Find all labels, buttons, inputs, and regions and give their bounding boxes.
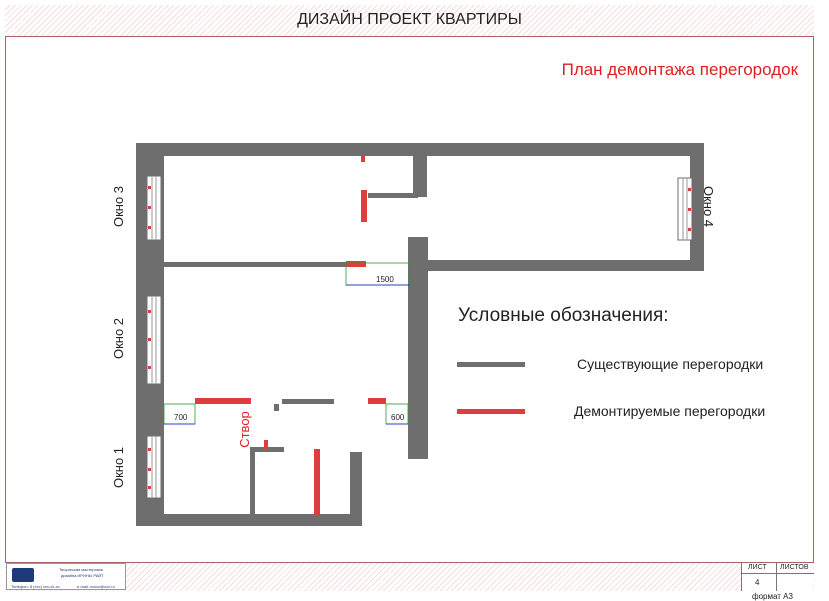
windows: [146, 175, 693, 499]
demo-bath-wall: [314, 449, 320, 515]
existing-walls: [136, 143, 704, 526]
demo-hall-partition: [368, 398, 386, 404]
plan-title: План демонтажа перегородок: [561, 60, 798, 79]
sheet-label: ЛИСТ: [748, 564, 767, 571]
wall-top: [136, 143, 704, 156]
wall-corridor-shelf: [368, 193, 418, 198]
wall-room3-partition: [164, 262, 346, 267]
wall-bottom-right: [350, 452, 362, 526]
wall-hall-partition: [282, 399, 334, 404]
wall-stub: [274, 404, 279, 411]
demo-room3-end: [346, 261, 366, 267]
wall-bottom: [136, 514, 362, 526]
legend-existing-line: [457, 362, 525, 367]
window-2: [146, 295, 162, 385]
dimension-lines: [163, 262, 411, 425]
demolished-walls: [195, 156, 386, 515]
stamp-line-3a: Телефон: 8 (xxx) xxx-xx-xx: [11, 584, 60, 589]
sheet-info: ЛИСТ ЛИСТОВ 4: [741, 563, 814, 591]
window-label-3: Окно 3: [111, 185, 127, 228]
legend-demolished-label: Демонтируемые перегородки: [574, 403, 766, 419]
wall-corridor-top: [413, 156, 427, 197]
door-label: Створ: [236, 411, 252, 448]
demo-stub-bath: [264, 440, 268, 450]
stamp-line-1: Творческая мастерская: [59, 567, 103, 572]
window-3: [146, 175, 162, 241]
title-bar: ДИЗАЙН ПРОЕКТ КВАРТИРЫ: [5, 5, 814, 37]
window-4: [677, 177, 693, 241]
sheets-label: ЛИСТОВ: [780, 564, 809, 571]
stamp-line-3b: e-mail: xxxxx@xxx.ru: [77, 584, 115, 589]
title-block: [5, 562, 814, 591]
demo-corridor-wall: [361, 190, 367, 222]
demo-stub-top: [361, 156, 365, 162]
studio-stamp: Творческая мастерская дизайна ИРИНЫ РАЙТ…: [6, 563, 126, 590]
paper-format: формат А3: [752, 592, 793, 601]
dim-1500: 1500: [376, 275, 394, 284]
legend-title: Условные обозначения:: [458, 305, 669, 326]
wall-corridor-right: [408, 237, 428, 459]
legend-demolished-line: [457, 409, 525, 414]
legend-existing-label: Существующие перегородки: [577, 356, 764, 372]
wall-right: [690, 143, 704, 271]
window-label-4: Окно 4: [701, 185, 717, 228]
window-label-2: Окно 2: [111, 317, 127, 360]
window-label-1: Окно 1: [111, 446, 127, 489]
demo-room1-partition: [195, 398, 251, 404]
stamp-line-2: дизайна ИРИНЫ РАЙТ: [61, 573, 104, 578]
project-title: ДИЗАЙН ПРОЕКТ КВАРТИРЫ: [297, 11, 522, 28]
studio-logo-icon: [12, 568, 34, 582]
dim-600: 600: [391, 413, 405, 422]
sheet-number: 4: [755, 578, 760, 587]
window-1: [146, 435, 162, 499]
dim-700: 700: [174, 413, 188, 422]
wall-bath-left: [250, 449, 255, 515]
wall-room4-bottom: [410, 260, 704, 271]
